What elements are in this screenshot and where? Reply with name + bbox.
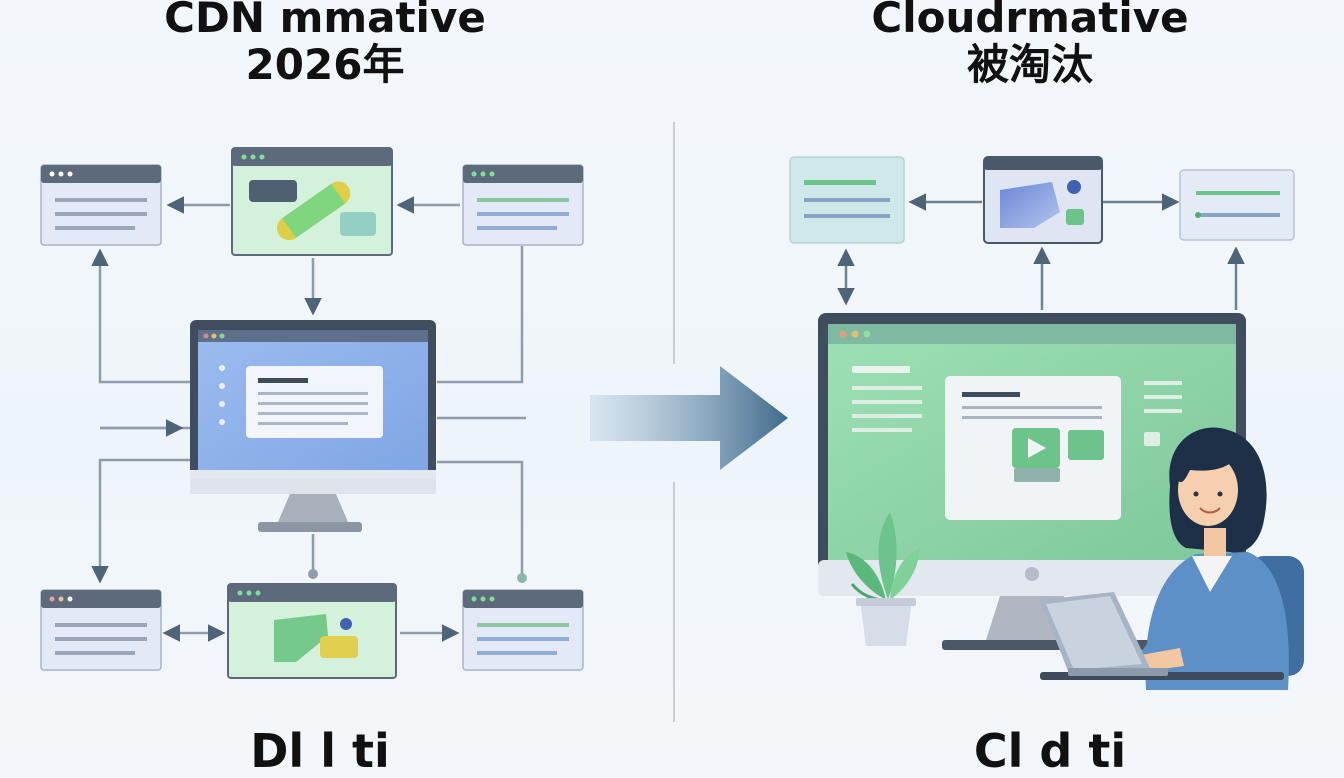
browser-window-icon <box>1179 169 1295 241</box>
browser-window-icon <box>227 583 397 679</box>
browser-window-icon <box>462 589 584 671</box>
left-heading-line2: 2026年 <box>245 40 405 90</box>
browser-window-icon <box>40 164 162 246</box>
left-bottom-label: Dl l ti <box>250 724 390 778</box>
browser-window-icon <box>789 156 905 244</box>
diagram-canvas <box>40 147 1304 690</box>
connector-node <box>517 573 527 583</box>
left-connectors <box>91 196 527 642</box>
monitor-icon <box>818 313 1246 650</box>
center-divider-bottom <box>673 482 675 722</box>
right-bottom-label: Cl d ti <box>973 724 1127 778</box>
connector <box>437 460 524 578</box>
left-heading-line1: CDN mmative <box>164 0 486 42</box>
right-heading-line2: 被淘汰 <box>966 40 1093 90</box>
browser-window-icon <box>231 147 393 256</box>
arrow-right-icon <box>590 366 788 470</box>
connector <box>91 248 190 384</box>
browser-window-icon <box>40 589 162 671</box>
connector <box>437 246 524 384</box>
right-connectors <box>837 193 1245 310</box>
connector <box>91 458 190 584</box>
browser-window-icon <box>983 156 1103 244</box>
connector-node <box>308 569 318 579</box>
browser-window-icon <box>462 164 584 246</box>
monitor-icon <box>190 320 436 532</box>
right-heading-line1: Cloudrmative <box>871 0 1189 42</box>
right-heading: Cloudrmative 被淘汰 <box>820 0 1240 88</box>
left-heading: CDN mmative 2026年 <box>100 0 550 88</box>
person-with-laptop <box>1040 427 1304 690</box>
plant-icon <box>846 512 920 646</box>
center-divider-top <box>673 122 675 364</box>
